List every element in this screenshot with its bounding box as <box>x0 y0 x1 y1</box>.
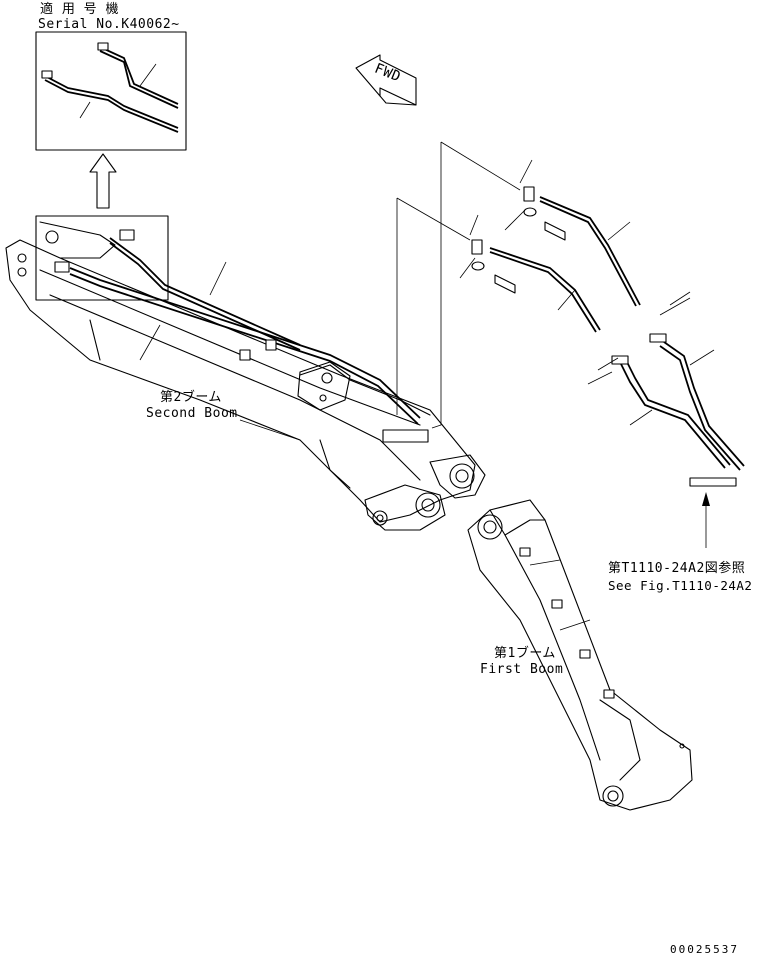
first-boom-label-jp: 第1ブーム <box>494 646 556 661</box>
reference-label-en: See Fig.T1110-24A2 <box>608 578 753 593</box>
inset-applicability-label: 適 用 号 機 <box>40 2 119 17</box>
up-arrow-icon <box>89 153 117 209</box>
second-boom-drawing <box>5 215 486 531</box>
reference-label-jp: 第T1110-24A2図参照 <box>608 561 746 576</box>
first-boom-label-en: First Boom <box>480 662 564 677</box>
first-boom-drawing <box>467 499 693 811</box>
inset-serial-label: Serial No.K40062~ <box>38 17 180 32</box>
drawing-number: 00025537 <box>670 943 739 956</box>
exploded-pipes <box>459 159 745 548</box>
fwd-arrow-icon <box>355 54 417 106</box>
second-boom-label-jp: 第2ブーム <box>160 390 222 405</box>
second-boom-label-en: Second Boom <box>146 406 238 421</box>
inset-detail <box>35 31 187 151</box>
